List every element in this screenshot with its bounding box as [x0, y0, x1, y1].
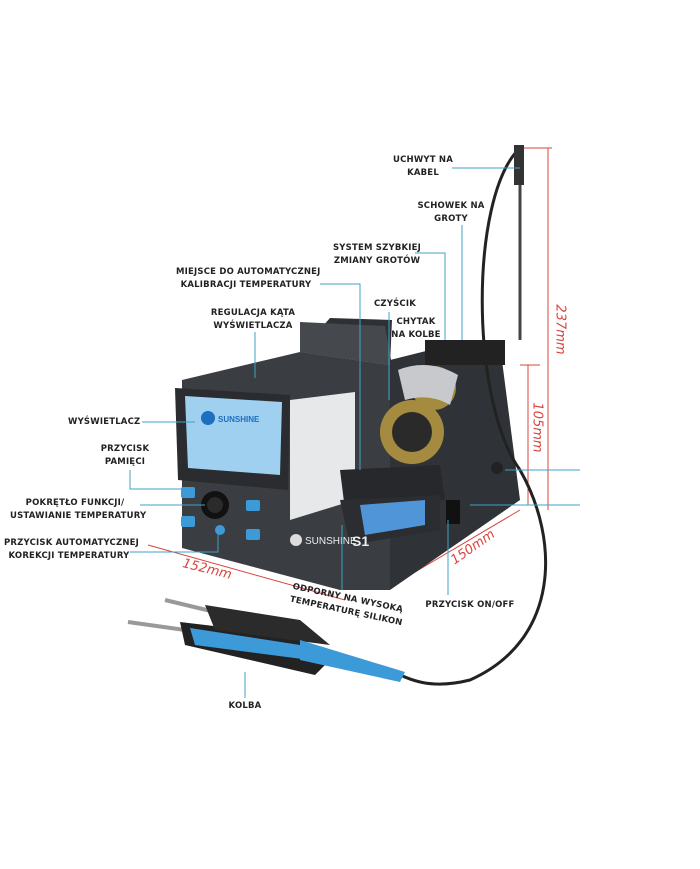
label-cleaner: CZYŚCIK	[373, 299, 417, 309]
display-screen	[185, 396, 282, 475]
screen-brand: SUNSHINE	[218, 415, 260, 424]
memory-button-ch4[interactable]	[246, 529, 260, 540]
body-brand: SUNSHINE	[305, 536, 357, 547]
label-power-button: PRZYCISK ON/OFF	[425, 600, 515, 610]
cable	[389, 148, 548, 686]
iron-holder	[398, 365, 458, 405]
label-display: WYŚWIETLACZ	[68, 417, 141, 427]
power-switch[interactable]	[446, 500, 460, 524]
memory-button-ch3[interactable]	[246, 500, 260, 511]
soldering-iron	[127, 598, 405, 682]
label-function-knob: POKRĘTŁO FUNKCJI/USTAWIANIE TEMPERATURY	[10, 498, 147, 521]
memory-button-ch2[interactable]	[181, 516, 195, 527]
silicone-pad	[360, 500, 425, 535]
body-model: S1	[352, 533, 369, 549]
label-iron: KOLBA	[228, 701, 262, 711]
dimension-height-total: 237mm	[552, 304, 568, 355]
memory-button-ch1[interactable]	[181, 487, 195, 498]
leader-lines	[129, 167, 580, 698]
dimension-height-body: 105mm	[529, 402, 545, 453]
auto-correction-button[interactable]	[215, 525, 225, 535]
